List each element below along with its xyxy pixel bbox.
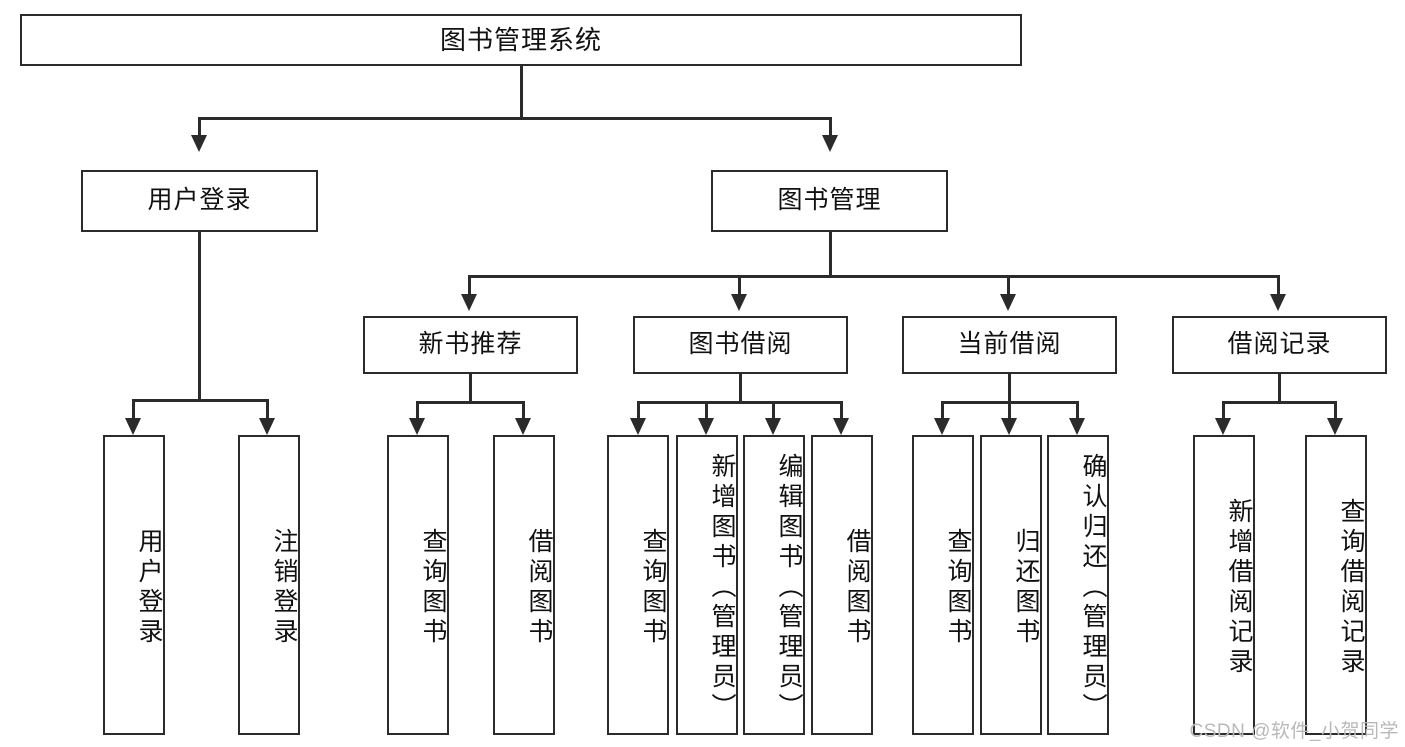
leaf-query-record[interactable]: 查询借阅记录 (1305, 435, 1367, 735)
connector-bb-bus (637, 401, 843, 404)
connector-user-login-right (266, 399, 269, 421)
connector-cb-2 (1008, 401, 1011, 421)
node-label: 新书推荐 (418, 330, 523, 359)
arrow-cb-2 (1001, 418, 1017, 435)
connector-nbr-right (522, 401, 525, 421)
leaf-return-book[interactable]: 归还图书 (980, 435, 1042, 735)
connector-br-right (1334, 401, 1337, 421)
connector-bm-to-book-borrow (738, 275, 741, 297)
leaf-confirm-return[interactable]: 确认归还（管理员） (1047, 435, 1109, 735)
connector-nbr-bus (416, 401, 525, 404)
node-label: 图书管理 (777, 186, 882, 215)
node-borrow-record[interactable]: 借阅记录 (1172, 316, 1387, 374)
leaf-borrow-book-1[interactable]: 借阅图书 (493, 435, 555, 735)
arrow-bm-to-current-borrow (1000, 294, 1016, 311)
connector-root-bus (198, 117, 832, 120)
node-label: 图书管理系统 (439, 24, 602, 55)
node-label: 查询借阅记录 (1337, 498, 1365, 678)
node-label: 借阅图书 (843, 528, 871, 648)
arrow-br-right (1327, 418, 1343, 435)
node-user-login[interactable]: 用户登录 (81, 170, 318, 232)
arrow-bm-to-borrow-record (1270, 294, 1286, 311)
node-label: 查询图书 (419, 528, 447, 648)
connector-nbr-left (416, 401, 419, 421)
connector-bb-4 (840, 401, 843, 421)
connector-bb-3 (772, 401, 775, 421)
node-label: 确认归还（管理员） (1079, 453, 1107, 723)
connector-root-stem (520, 66, 523, 119)
node-label: 当前借阅 (957, 330, 1062, 359)
node-label: 用户登录 (147, 186, 252, 215)
node-label: 图书借阅 (688, 330, 793, 359)
node-label: 查询图书 (944, 528, 972, 648)
leaf-borrow-book-2[interactable]: 借阅图书 (811, 435, 873, 735)
arrow-cb-1 (934, 418, 950, 435)
node-label: 查询图书 (639, 528, 667, 648)
arrow-bb-4 (833, 418, 849, 435)
arrow-bm-to-new-book (461, 294, 477, 311)
connector-bb-1 (637, 401, 640, 421)
node-new-book-recommend[interactable]: 新书推荐 (363, 316, 578, 374)
connector-bm-to-current-borrow (1007, 275, 1010, 297)
connector-br-bus (1222, 401, 1337, 404)
node-label: 借阅图书 (525, 528, 553, 648)
connector-user-login-left (132, 399, 135, 421)
arrow-root-to-book-management (822, 135, 838, 152)
connector-br-stem (1278, 374, 1281, 404)
arrow-bb-2 (698, 418, 714, 435)
leaf-add-record[interactable]: 新增借阅记录 (1193, 435, 1255, 735)
node-root-system[interactable]: 图书管理系统 (20, 14, 1022, 66)
node-label: 新增图书（管理员） (708, 453, 736, 723)
node-label: 新增借阅记录 (1225, 498, 1253, 678)
connector-bb-2 (705, 401, 708, 421)
arrow-root-to-user-login (191, 135, 207, 152)
node-label: 借阅记录 (1227, 330, 1332, 359)
connector-bm-to-new-book (468, 275, 471, 297)
leaf-add-book[interactable]: 新增图书（管理员） (676, 435, 738, 735)
arrow-bm-to-book-borrow (731, 294, 747, 311)
leaf-query-book-1[interactable]: 查询图书 (387, 435, 449, 735)
leaf-query-book-2[interactable]: 查询图书 (607, 435, 669, 735)
connector-nbr-stem (469, 374, 472, 404)
connector-cb-3 (1076, 401, 1079, 421)
arrow-br-left (1215, 418, 1231, 435)
leaf-edit-book[interactable]: 编辑图书（管理员） (743, 435, 805, 735)
arrow-bb-3 (765, 418, 781, 435)
connector-user-login-stem (198, 232, 201, 402)
node-book-borrow[interactable]: 图书借阅 (633, 316, 848, 374)
arrow-bb-1 (630, 418, 646, 435)
connector-book-management-stem (829, 232, 832, 278)
leaf-query-book-3[interactable]: 查询图书 (912, 435, 974, 735)
connector-book-management-bus (468, 275, 1280, 278)
connector-user-login-bus (132, 399, 269, 402)
leaf-user-login[interactable]: 用户登录 (103, 435, 165, 735)
arrow-user-login-right (259, 418, 275, 435)
node-current-borrow[interactable]: 当前借阅 (902, 316, 1117, 374)
node-label: 归还图书 (1012, 528, 1040, 648)
connector-cb-stem (1008, 374, 1011, 404)
node-label: 用户登录 (135, 528, 163, 648)
leaf-logout-login[interactable]: 注销登录 (238, 435, 300, 735)
arrow-user-login-left (125, 418, 141, 435)
connector-bm-to-borrow-record (1277, 275, 1280, 297)
connector-root-to-book-management (829, 117, 832, 137)
arrow-cb-3 (1069, 418, 1085, 435)
node-book-management[interactable]: 图书管理 (711, 170, 948, 232)
connector-bb-stem (739, 374, 742, 404)
connector-root-to-user-login (198, 117, 201, 137)
arrow-nbr-left (409, 418, 425, 435)
node-label: 编辑图书（管理员） (775, 453, 803, 723)
arrow-nbr-right (515, 418, 531, 435)
node-label: 注销登录 (270, 528, 298, 648)
connector-cb-1 (941, 401, 944, 421)
connector-br-left (1222, 401, 1225, 421)
